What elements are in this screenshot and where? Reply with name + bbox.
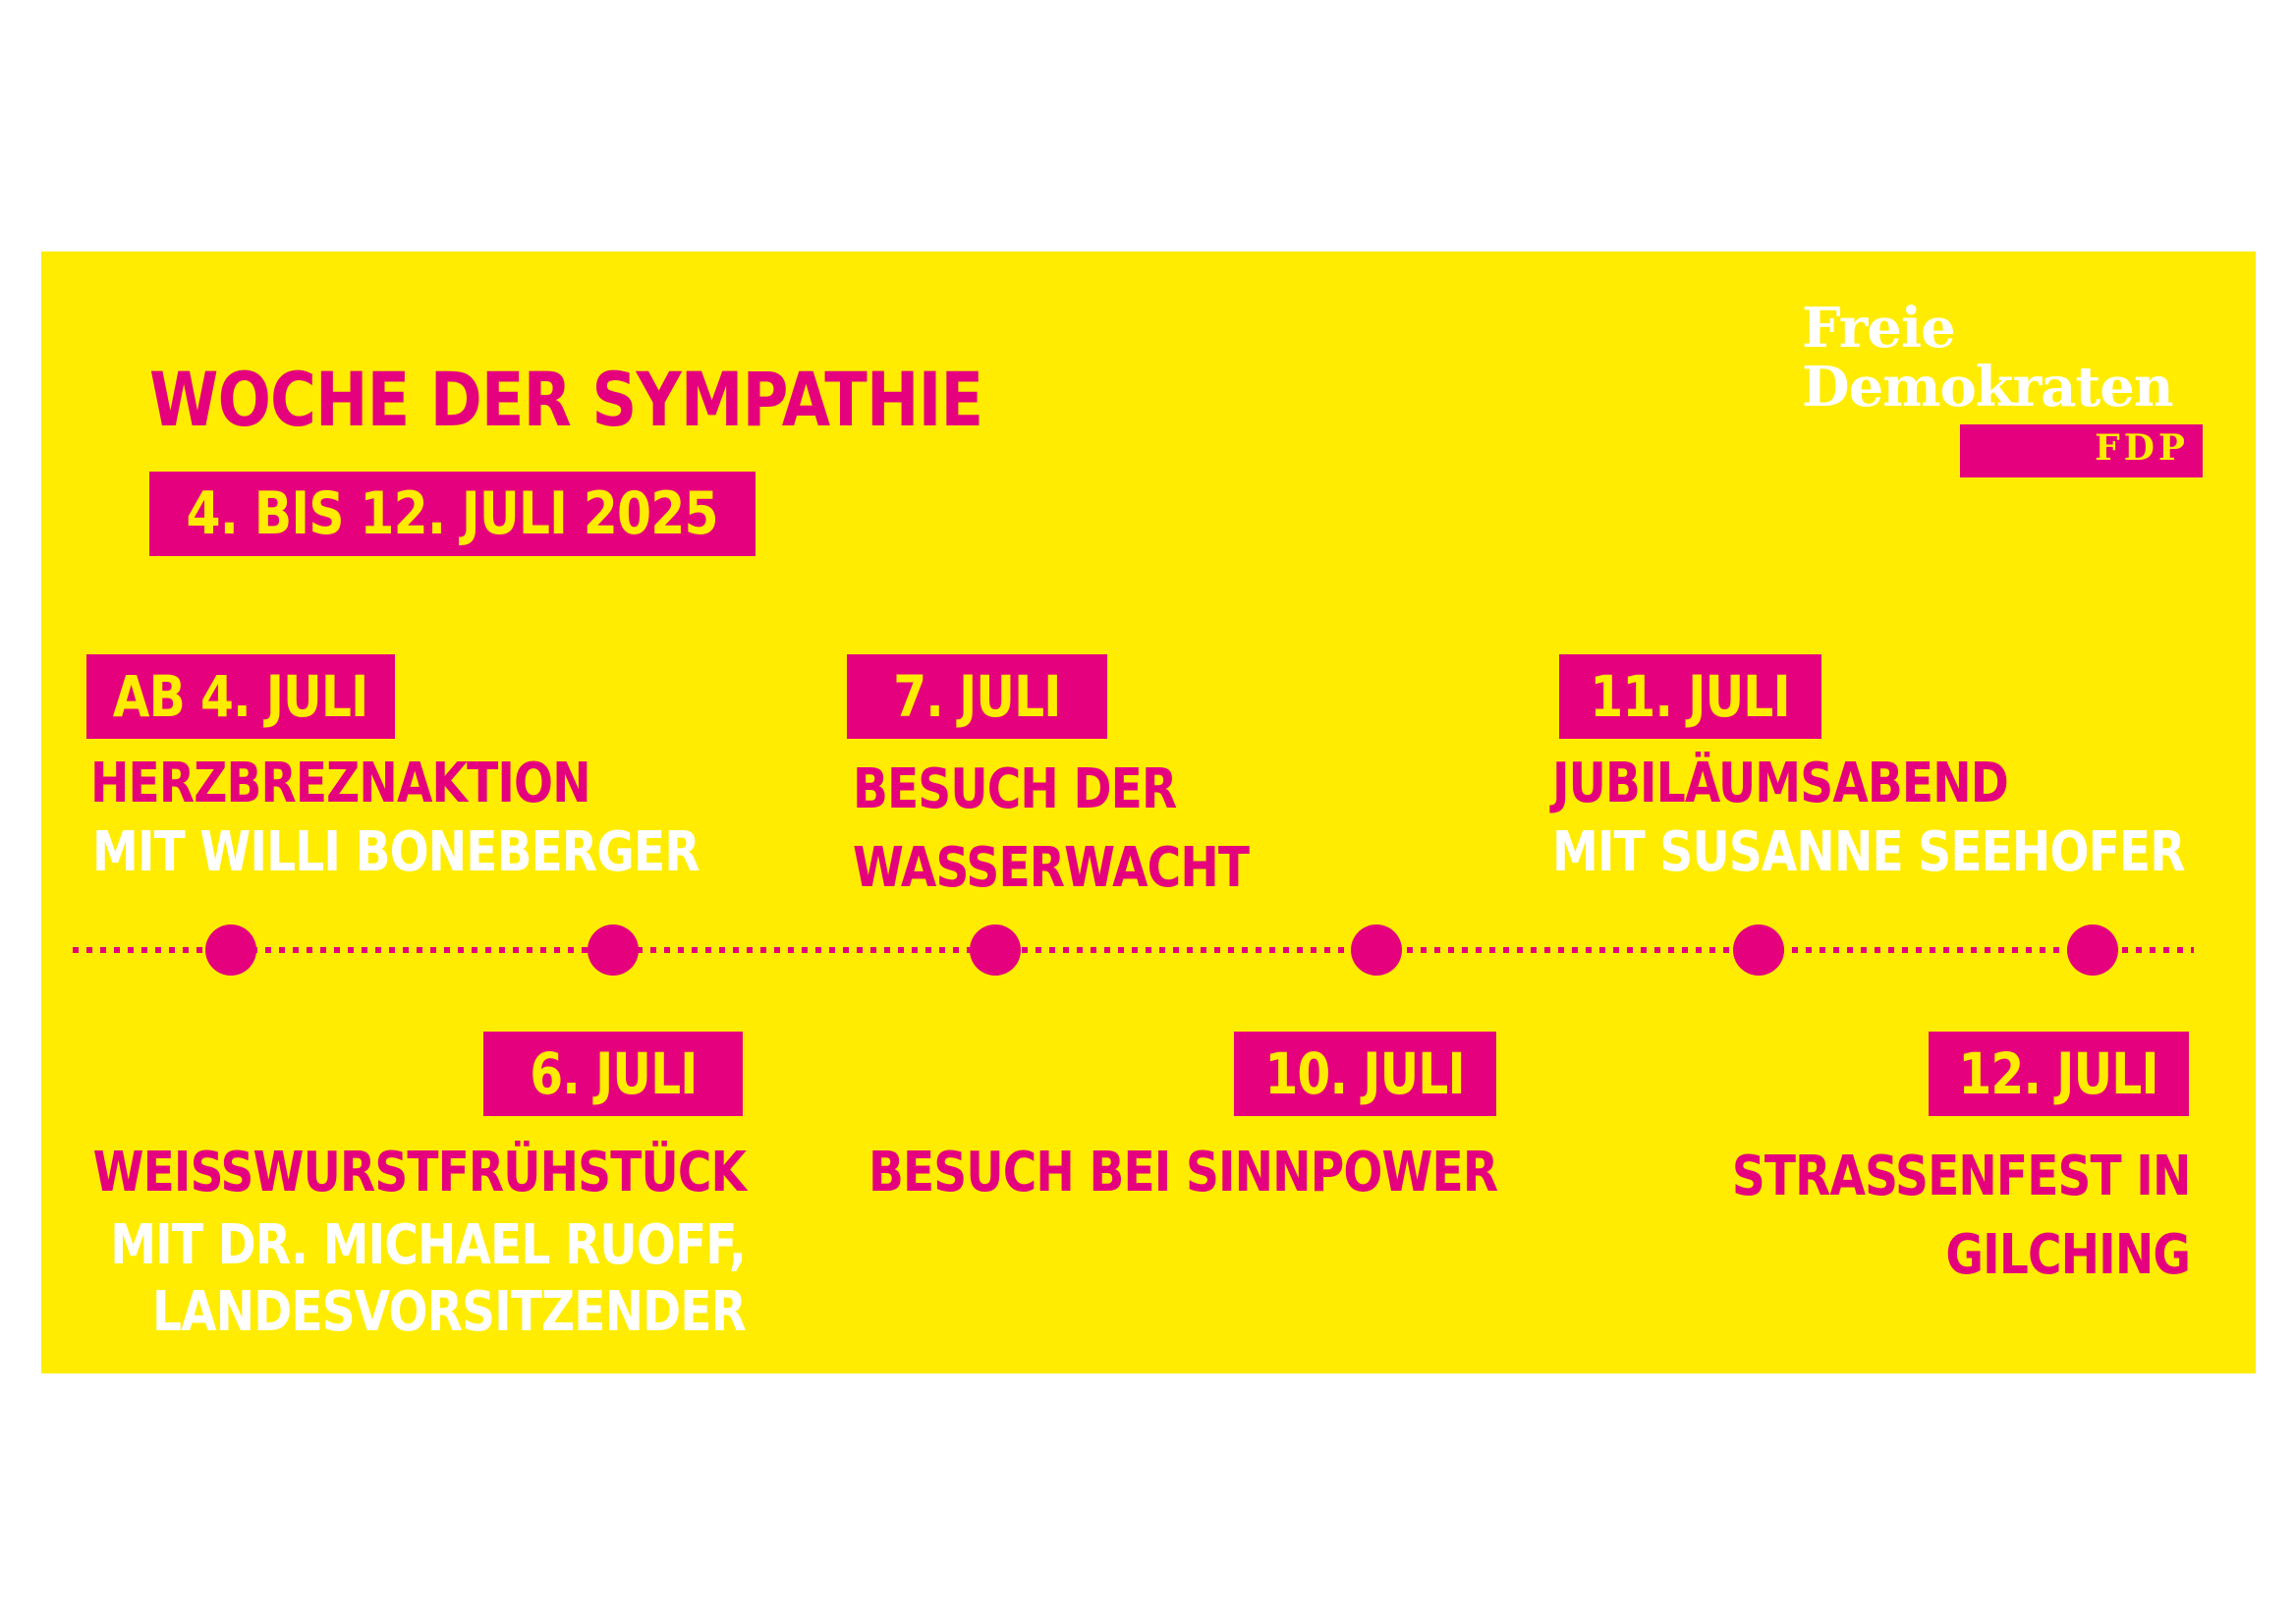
- event-date-badge: AB 4. JULI: [86, 654, 395, 739]
- logo-fdp-text: FDP: [2095, 427, 2189, 469]
- event-title: HERZBREZNAKTION: [90, 752, 591, 815]
- event-date-badge: 6. JULI: [483, 1032, 743, 1116]
- event-date-badge: 12. JULI: [1929, 1032, 2189, 1116]
- event-date-badge: 7. JULI: [847, 654, 1107, 739]
- event-date-text: AB 4. JULI: [113, 663, 368, 730]
- date-range-badge: 4. BIS 12. JULI 2025: [149, 472, 756, 556]
- event-subtitle: MIT WILLI BONEBERGER: [92, 820, 700, 884]
- event-title: WEISSWURSTFRÜHSTÜCK: [92, 1141, 746, 1204]
- event-date-text: 6. JULI: [529, 1040, 698, 1107]
- event-title-line2: WASSERWACHT: [853, 836, 1250, 900]
- event-subtitle: MIT SUSANNE SEEHOFER: [1552, 820, 2185, 884]
- event-date-badge: 10. JULI: [1234, 1032, 1496, 1116]
- event-title: BESUCH BEI SINNPOWER: [868, 1141, 1498, 1204]
- event-date-text: 12. JULI: [1958, 1040, 2159, 1107]
- event-date-text: 7. JULI: [893, 663, 1061, 730]
- event-date-badge: 11. JULI: [1559, 654, 1821, 739]
- event-title-line2: GILCHING: [1945, 1223, 2191, 1287]
- event-title: STRASSENFEST IN: [1731, 1145, 2190, 1208]
- logo-line-demokraten: Demokraten: [1802, 355, 2174, 420]
- logo-fdp-box: FDP: [1960, 424, 2203, 477]
- event-subtitle: MIT DR. MICHAEL RUOFF,: [110, 1213, 747, 1277]
- event-title: JUBILÄUMSABEND: [1552, 752, 2009, 815]
- page-title: WOCHE DER SYMPATHIE: [149, 356, 983, 443]
- event-banner: [41, 252, 2256, 1373]
- event-subtitle-line2: LANDESVORSITZENDER: [152, 1280, 747, 1344]
- date-range-text: 4. BIS 12. JULI 2025: [186, 479, 719, 548]
- logo-line-freie: Freie: [1802, 296, 1956, 361]
- event-date-text: 11. JULI: [1590, 663, 1791, 730]
- event-title: BESUCH DER: [853, 757, 1177, 821]
- event-date-text: 10. JULI: [1264, 1040, 1466, 1107]
